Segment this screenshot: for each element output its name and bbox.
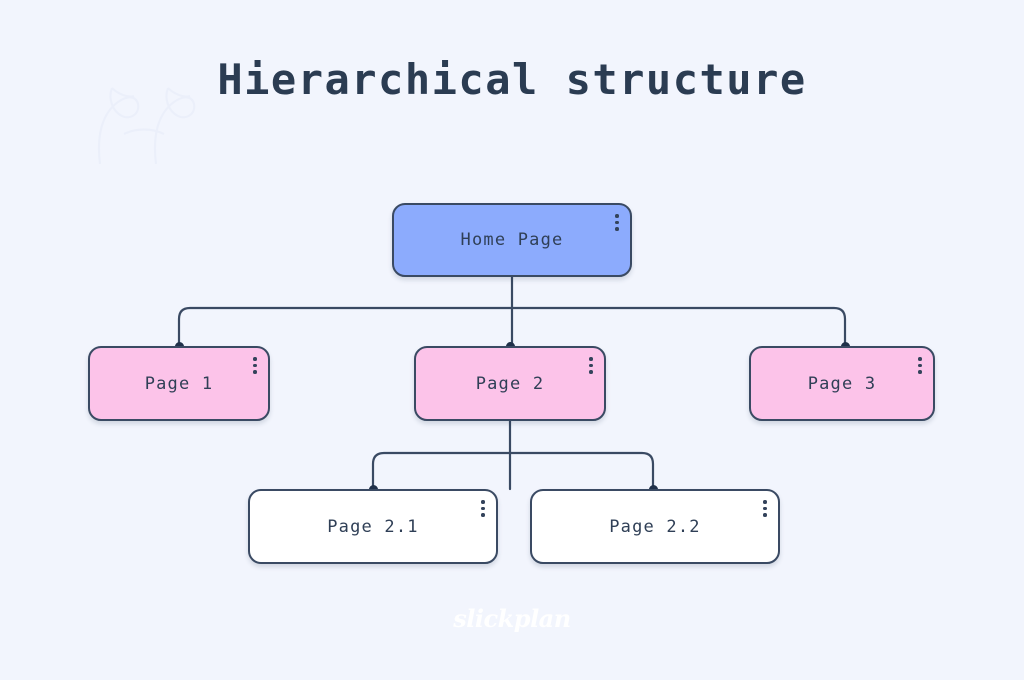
kebab-menu-icon[interactable] <box>253 357 257 374</box>
kebab-menu-icon[interactable] <box>589 357 593 374</box>
slickplan-watermark: slickplan <box>453 604 571 633</box>
node-page-2-2[interactable]: Page 2.2 <box>530 489 780 564</box>
page-title: Hierarchical structure <box>217 55 807 104</box>
node-page-2-1[interactable]: Page 2.1 <box>248 489 498 564</box>
node-label-page-3: Page 3 <box>807 373 877 394</box>
kebab-menu-icon[interactable] <box>615 214 619 231</box>
kebab-menu-icon[interactable] <box>481 500 485 517</box>
node-label-page-2: Page 2 <box>475 373 545 394</box>
node-page-2[interactable]: Page 2 <box>414 346 606 421</box>
node-label-page-2-2: Page 2.2 <box>609 516 701 537</box>
node-page-3[interactable]: Page 3 <box>749 346 935 421</box>
node-label-page-2-1: Page 2.1 <box>327 516 419 537</box>
node-label-home-page: Home Page <box>460 230 564 250</box>
kebab-menu-icon[interactable] <box>918 357 922 374</box>
node-page-1[interactable]: Page 1 <box>88 346 270 421</box>
node-home-page[interactable]: Home Page <box>392 203 632 277</box>
kebab-menu-icon[interactable] <box>763 500 767 517</box>
node-label-page-1: Page 1 <box>144 373 214 394</box>
